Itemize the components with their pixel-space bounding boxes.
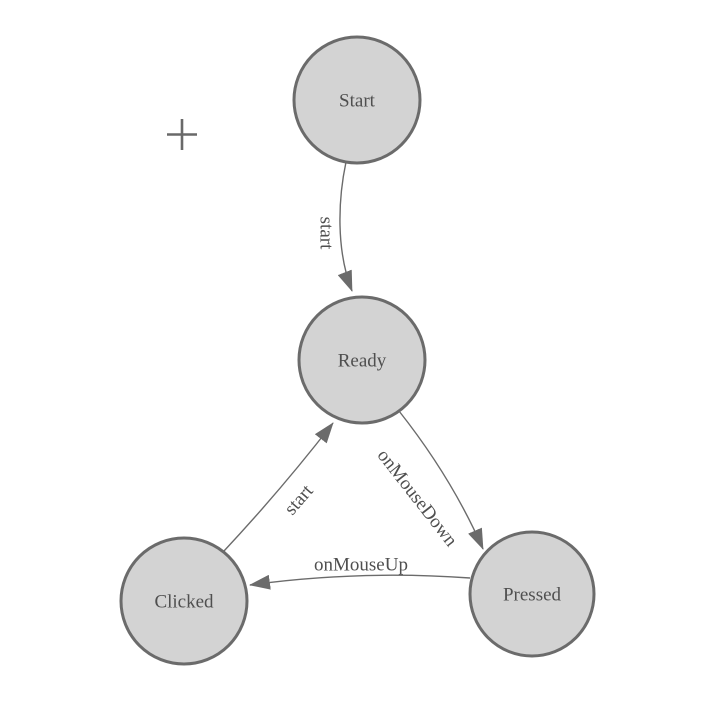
crosshair-icon <box>167 119 197 150</box>
state-node-start[interactable]: Start <box>292 35 422 165</box>
edge-start-to-ready: start <box>316 161 353 292</box>
state-node-ready[interactable]: Ready <box>297 295 427 425</box>
edge-path-ready-to-pressed[interactable] <box>398 410 484 550</box>
state-node-ready-label: Ready <box>338 351 387 372</box>
state-node-start-label: Start <box>339 91 376 112</box>
edge-label-start-to-ready: start <box>316 217 337 250</box>
state-node-pressed[interactable]: Pressed <box>468 530 596 658</box>
state-node-pressed-label: Pressed <box>503 585 562 606</box>
state-node-clicked-circle[interactable] <box>119 536 249 666</box>
state-node-pressed-circle[interactable] <box>468 530 596 658</box>
edge-path-pressed-to-clicked[interactable] <box>249 574 471 590</box>
edge-path-clicked-to-ready[interactable] <box>223 422 334 552</box>
edge-label-clicked-to-ready: start <box>280 480 318 519</box>
edge-clicked-to-ready: start <box>223 422 334 552</box>
edge-label-pressed-to-clicked: onMouseUp <box>314 555 408 576</box>
edge-path-start-to-ready[interactable] <box>337 161 353 292</box>
edge-label-ready-to-pressed: onMouseDown <box>373 445 462 551</box>
state-node-clicked-label: Clicked <box>154 592 214 613</box>
state-node-ready-circle[interactable] <box>297 295 427 425</box>
edge-ready-to-pressed: onMouseDown <box>373 410 484 551</box>
state-node-clicked[interactable]: Clicked <box>119 536 249 666</box>
state-node-start-circle[interactable] <box>292 35 422 165</box>
edge-pressed-to-clicked: onMouseUp <box>249 555 471 590</box>
